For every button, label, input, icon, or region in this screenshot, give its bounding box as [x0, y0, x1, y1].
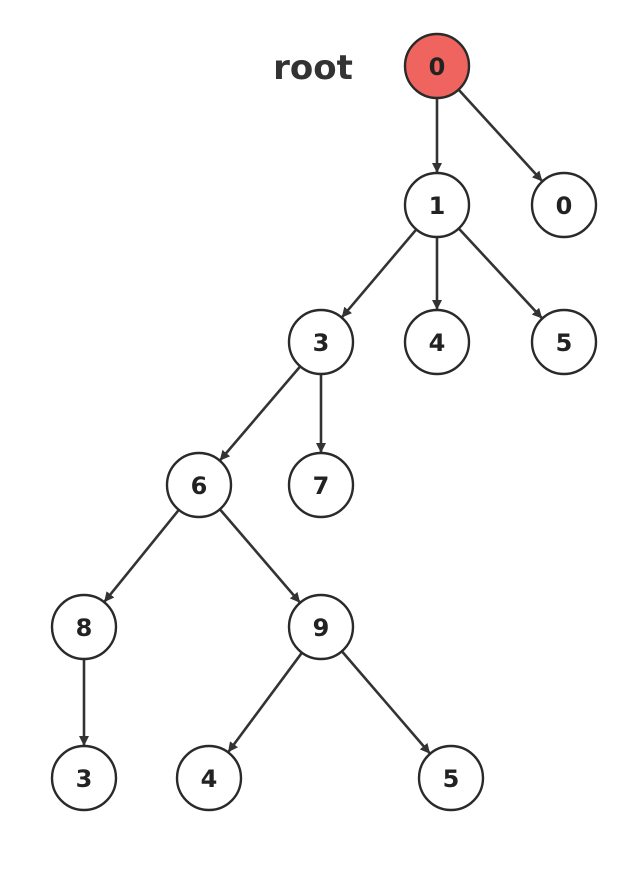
root-caption: root	[273, 48, 353, 88]
node-label: 5	[443, 765, 460, 793]
tree-node: 4	[403, 308, 471, 376]
node-circle	[287, 593, 355, 661]
node-circle	[403, 308, 471, 376]
edge-arrow	[340, 650, 431, 754]
nodes-layer: 0 1 0 3 4 5 6 7 8 9 3 4 5	[50, 32, 598, 812]
node-label: 6	[191, 472, 208, 500]
node-label: 5	[556, 329, 573, 357]
edge-arrow	[457, 88, 543, 182]
node-circle	[50, 593, 118, 661]
node-label: 4	[429, 329, 446, 357]
tree-node: 3	[287, 308, 355, 376]
node-circle	[417, 744, 485, 812]
tree-node: 5	[530, 308, 598, 376]
node-label: 8	[76, 614, 93, 642]
tree-node: 0	[530, 171, 598, 239]
tree-node: 5	[417, 744, 485, 812]
edge-arrow	[227, 651, 303, 753]
edges-layer	[79, 88, 543, 754]
tree-node: 8	[50, 593, 118, 661]
node-label: 3	[313, 329, 330, 357]
root-node: 0	[403, 32, 471, 100]
node-circle	[530, 308, 598, 376]
node-label: 0	[556, 192, 573, 220]
node-label: 9	[313, 614, 330, 642]
node-circle	[403, 32, 471, 100]
edge-arrow	[219, 365, 302, 461]
edge-arrow	[103, 509, 180, 603]
edge-arrow	[341, 228, 418, 318]
node-circle	[287, 451, 355, 519]
node-circle	[287, 308, 355, 376]
tree-node: 4	[175, 744, 243, 812]
node-label: 0	[429, 53, 446, 81]
node-circle	[530, 171, 598, 239]
edge-arrow	[218, 508, 301, 603]
node-label: 4	[201, 765, 218, 793]
tree-node: 3	[50, 744, 118, 812]
tree-node: 1	[403, 171, 471, 239]
node-label: 1	[429, 192, 446, 220]
node-circle	[403, 171, 471, 239]
node-label: 3	[76, 765, 93, 793]
node-circle	[165, 451, 233, 519]
edge-arrow	[457, 227, 543, 319]
tree-node: 6	[165, 451, 233, 519]
node-circle	[175, 744, 243, 812]
node-circle	[50, 744, 118, 812]
tree-node: 9	[287, 593, 355, 661]
node-label: 7	[313, 472, 330, 500]
tree-node: 7	[287, 451, 355, 519]
